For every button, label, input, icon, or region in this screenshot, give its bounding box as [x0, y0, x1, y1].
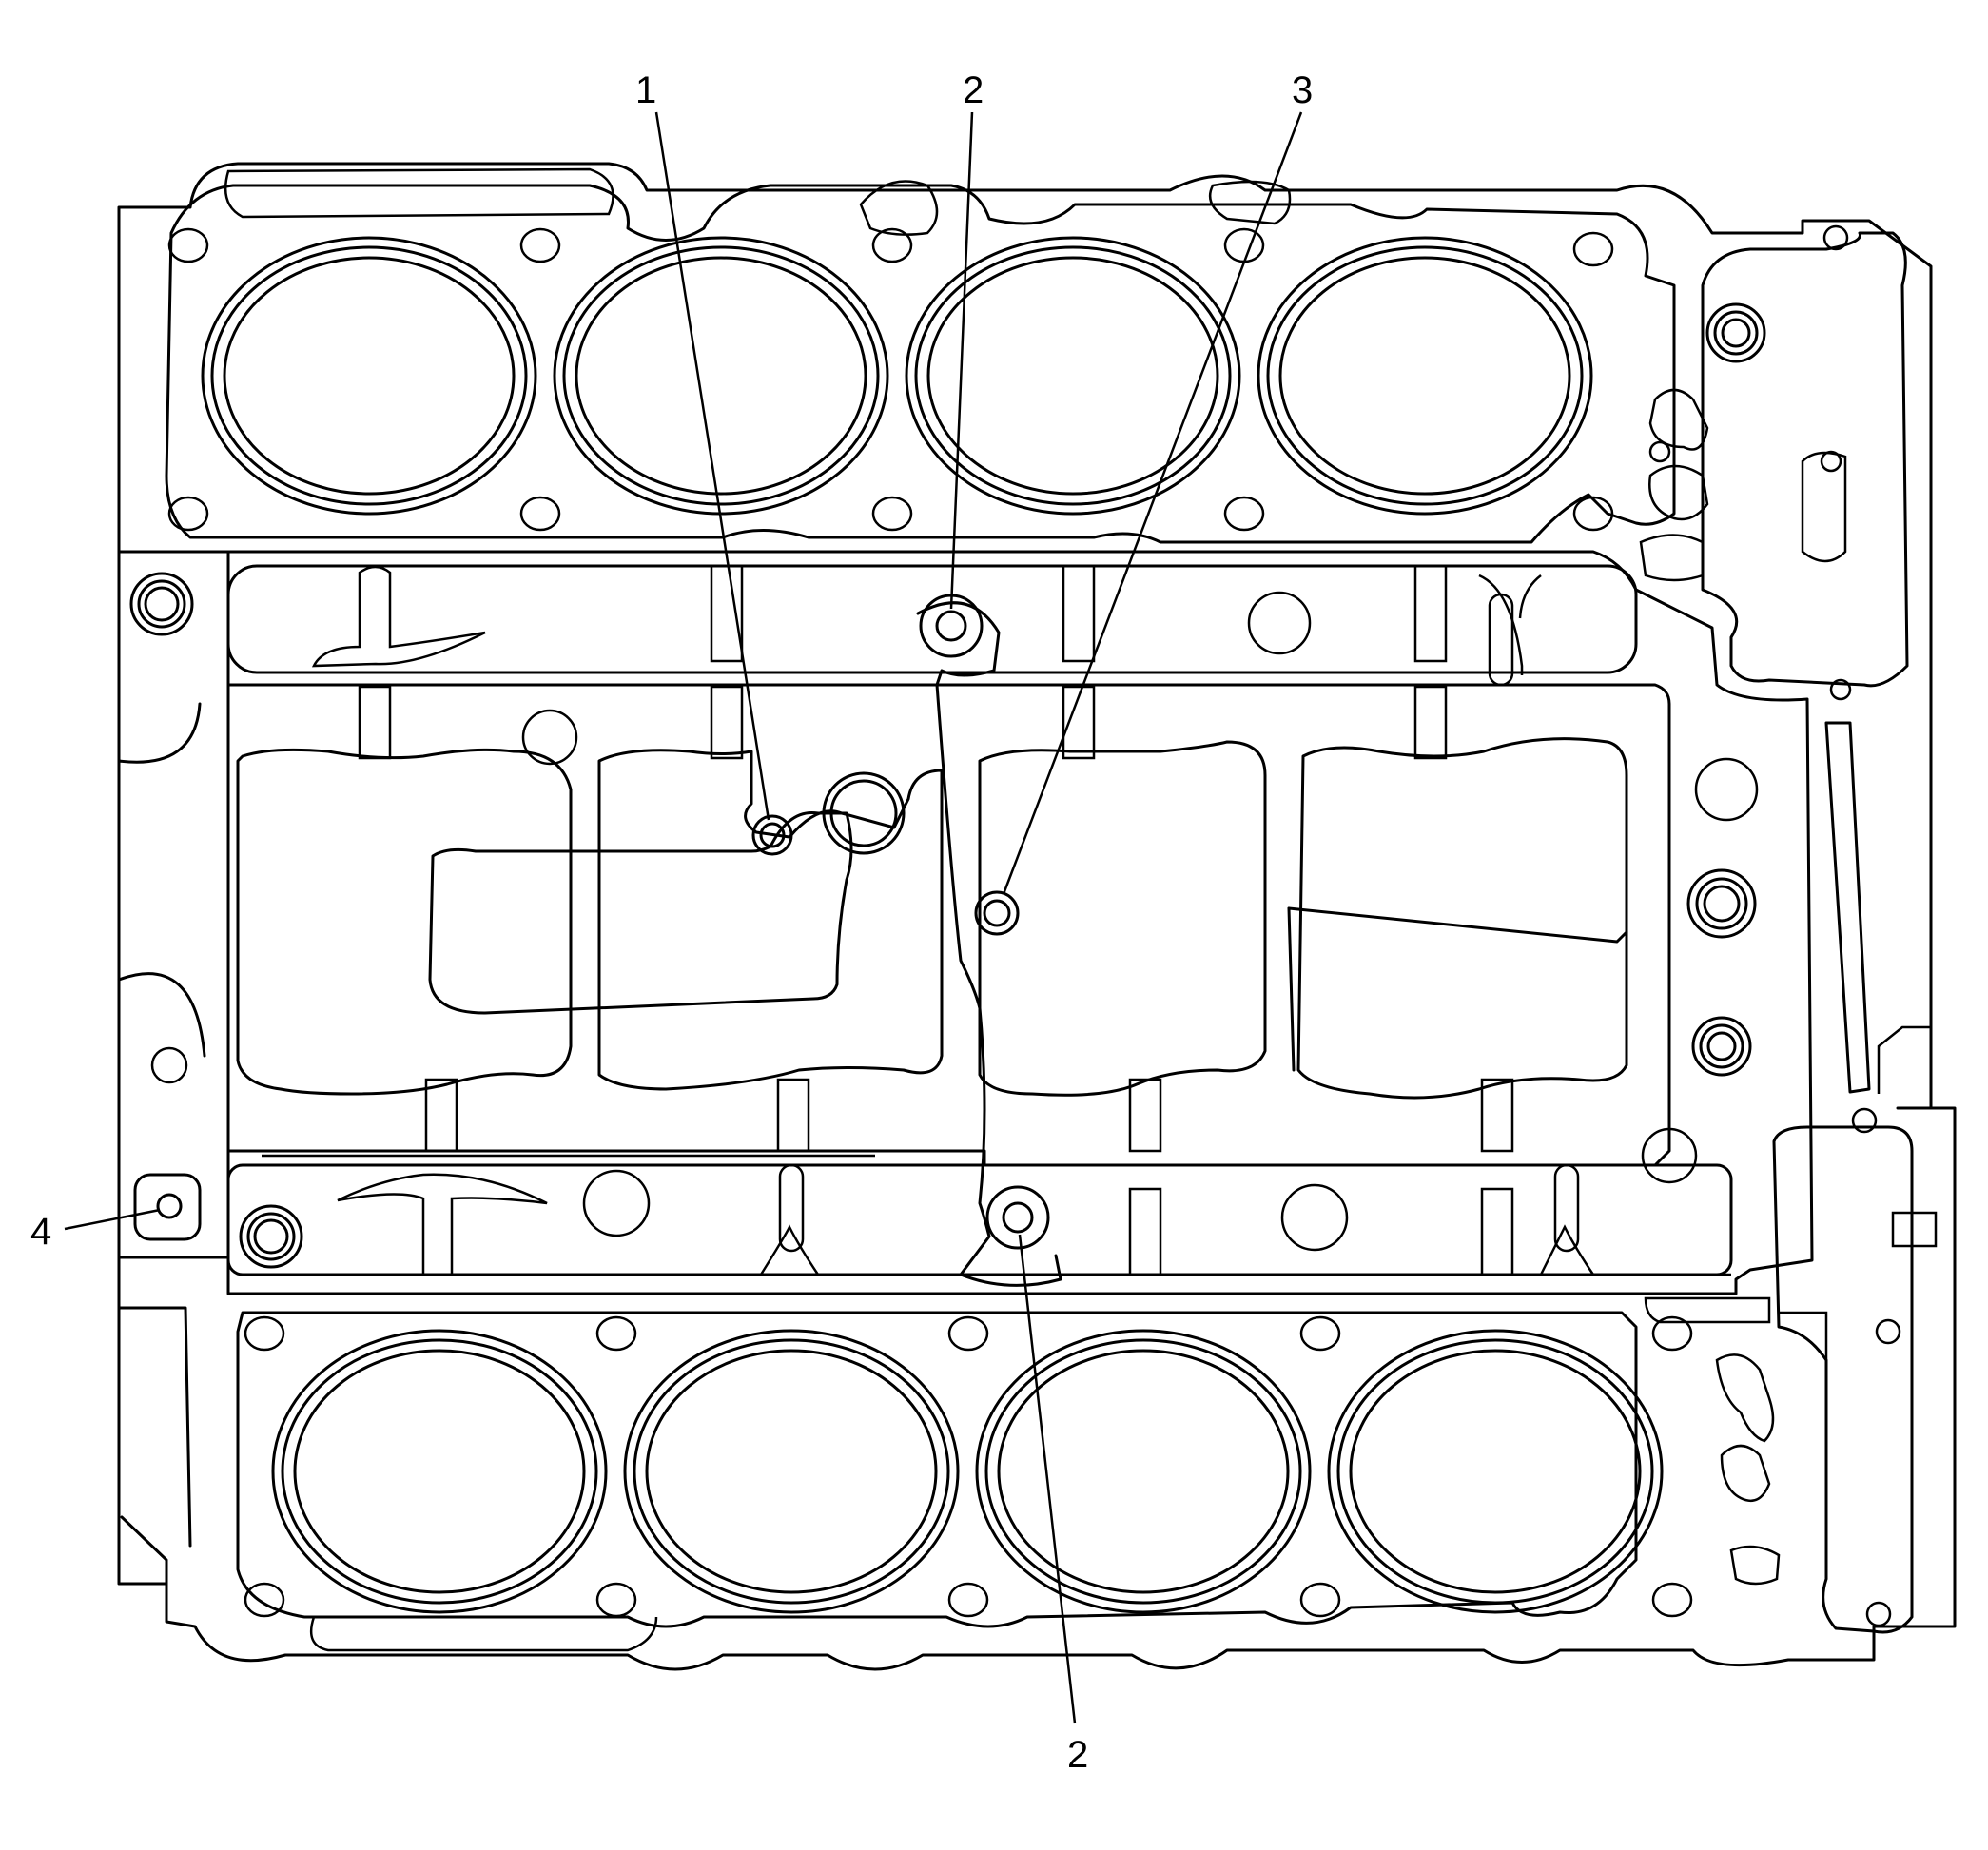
leader-3: [1002, 111, 1303, 895]
feature-2-lower-hole: [985, 1185, 1050, 1250]
feature-3-hole: [974, 890, 1020, 936]
valley-holes: [150, 591, 1759, 1252]
leader-4: [64, 1208, 161, 1231]
callout-2-lower: 2: [1067, 1734, 1088, 1776]
feature-4-pocket: [133, 1173, 202, 1241]
right-side-details: [1639, 224, 1938, 1634]
top-bank: [165, 167, 1676, 544]
top-cylinder-1: [201, 236, 537, 516]
bottom-cylinder-1: [271, 1329, 608, 1614]
top-bank-bolt-holes: [167, 227, 1614, 532]
dowel-features: [129, 302, 1766, 1269]
callout-features: [133, 594, 1050, 1250]
valley-ribs: [262, 564, 1731, 1276]
callout-labels: 1 2 3 2 4: [30, 69, 1313, 1776]
bottom-cylinder-3: [975, 1329, 1312, 1614]
bottom-bank: [236, 1311, 1693, 1652]
valley-section: [117, 302, 1814, 1295]
callout-2-upper: 2: [963, 69, 984, 111]
callout-4: 4: [30, 1211, 51, 1253]
bottom-bank-bolt-holes: [244, 1315, 1693, 1618]
callout-1: 1: [635, 69, 656, 111]
feature-1-hole: [751, 814, 793, 856]
leader-2-upper: [949, 111, 974, 610]
top-cylinder-3: [905, 236, 1241, 516]
top-cylinder-4: [1257, 236, 1593, 516]
bottom-cylinder-4: [1327, 1329, 1664, 1614]
oil-passage-slot: [1824, 721, 1871, 1094]
leader-1: [654, 111, 770, 821]
leader-lines: [64, 111, 1303, 1724]
top-cylinder-2: [553, 236, 889, 516]
bottom-cylinder-2: [623, 1329, 960, 1614]
leader-2-lower: [1018, 1234, 1077, 1724]
callout-3: 3: [1292, 69, 1313, 111]
